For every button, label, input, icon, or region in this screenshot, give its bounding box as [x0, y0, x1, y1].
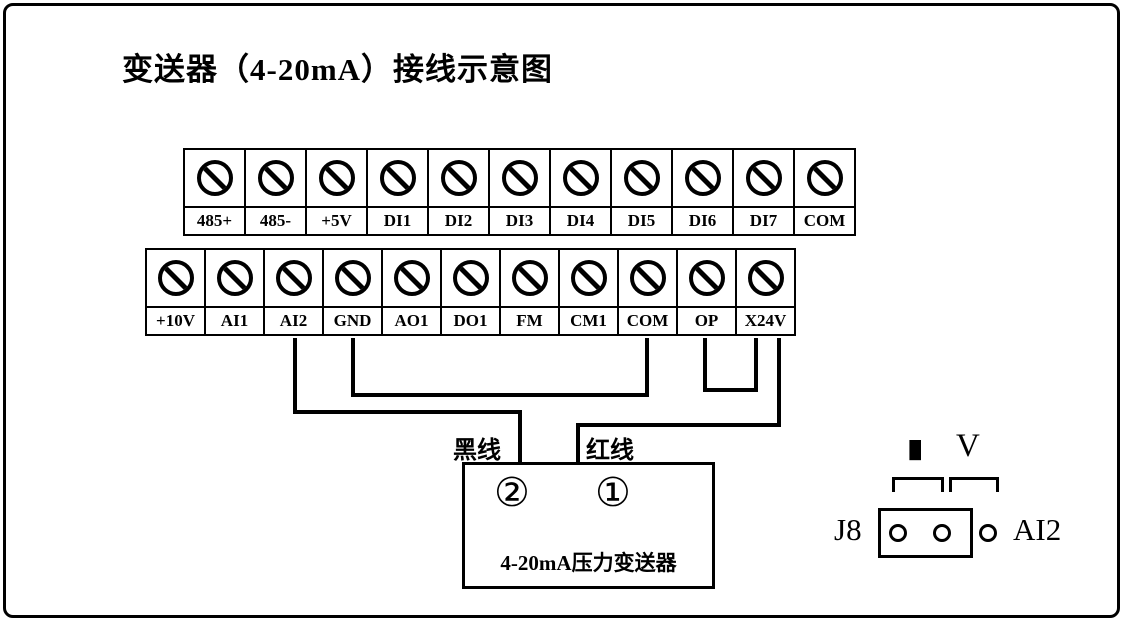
terminal-label: DO1	[453, 311, 488, 330]
terminal-485-plus: 485+	[183, 148, 246, 236]
terminal-label: 485-	[259, 211, 292, 230]
wire-x24v-short-vertical	[754, 338, 758, 392]
screw-terminal-icon	[570, 260, 607, 296]
black-wire-label: 黑线	[453, 438, 501, 464]
wire-black-ai2-vertical	[293, 338, 297, 414]
screw-terminal-icon	[157, 260, 194, 296]
terminal-ao1: AO1	[381, 248, 442, 336]
screw-terminal-icon	[334, 260, 371, 296]
terminal-label: DI3	[505, 211, 534, 230]
terminal-label: OP	[694, 311, 719, 330]
terminal-label: +10V	[156, 311, 195, 330]
terminal-label: X24V	[744, 311, 787, 330]
wire-com-vertical	[645, 338, 649, 397]
screw-terminal-icon	[196, 160, 233, 196]
screw-terminal-icon	[745, 160, 782, 196]
screw-terminal-icon	[684, 160, 721, 196]
transmitter-name: 4-20mA压力变送器	[500, 551, 677, 575]
terminal-ai2: AI2	[263, 248, 324, 336]
transmitter-terminal-2: ②	[494, 470, 530, 516]
diagram-border	[3, 3, 1120, 618]
terminal-di4: DI4	[549, 148, 612, 236]
terminal-gnd: GND	[322, 248, 383, 336]
terminal-5v: +5V	[305, 148, 368, 236]
screw-terminal-icon	[275, 260, 312, 296]
terminal-com-top: COM	[793, 148, 856, 236]
terminal-label: DI1	[383, 211, 412, 230]
terminal-label: COM	[803, 211, 846, 230]
jumper-voltage-mode-label: V	[956, 428, 980, 464]
terminal-label: FM	[516, 311, 543, 330]
terminal-label: DI7	[749, 211, 778, 230]
terminal-label: AO1	[394, 311, 429, 330]
screw-terminal-icon	[629, 260, 666, 296]
wire-red-x24v-vertical	[777, 338, 781, 427]
wire-gnd-vertical	[351, 338, 355, 397]
red-wire-label: 红线	[586, 438, 634, 464]
screw-terminal-icon	[623, 160, 660, 196]
terminal-label: GND	[333, 311, 372, 330]
terminal-fm: FM	[499, 248, 560, 336]
terminal-485-minus: 485-	[244, 148, 307, 236]
terminal-10v: +10V	[145, 248, 206, 336]
screw-terminal-icon	[511, 260, 548, 296]
terminal-di5: DI5	[610, 148, 673, 236]
terminal-com-bottom: COM	[617, 248, 678, 336]
terminal-di2: DI2	[427, 148, 490, 236]
terminal-label: DI5	[627, 211, 656, 230]
wire-black-drop	[518, 410, 522, 465]
jumper-pin-3-icon	[979, 524, 997, 542]
terminal-di6: DI6	[671, 148, 734, 236]
screw-terminal-icon	[688, 260, 725, 296]
jumper-channel-label: AI2	[1013, 512, 1062, 547]
terminal-label: CM1	[570, 311, 607, 330]
wire-op-vertical	[703, 338, 707, 392]
terminal-di3: DI3	[488, 148, 551, 236]
screw-terminal-icon	[806, 160, 843, 196]
screw-terminal-icon	[393, 260, 430, 296]
screw-terminal-icon	[379, 160, 416, 196]
jumper-bracket-current	[892, 477, 944, 492]
screw-terminal-icon	[562, 160, 599, 196]
screw-terminal-icon	[452, 260, 489, 296]
jumper-bracket-voltage	[949, 477, 999, 492]
terminal-label: DI4	[566, 211, 595, 230]
diagram-title: 变送器（4-20mA）接线示意图	[122, 52, 554, 87]
terminal-label: COM	[626, 311, 669, 330]
jumper-pin-1-icon	[889, 524, 907, 542]
terminal-cm1: CM1	[558, 248, 619, 336]
transmitter-terminal-1: ①	[595, 470, 631, 516]
wire-gnd-com-horizontal	[351, 393, 649, 397]
terminal-strip-bottom: +10V AI1 AI2 GND AO1 DO1 FM CM1 COM OP X…	[145, 248, 796, 336]
terminal-x24v: X24V	[735, 248, 796, 336]
pressure-transmitter-box: ② ① 4-20mA压力变送器	[462, 462, 715, 589]
terminal-label: +5V	[321, 211, 352, 230]
jumper-connector-label: J8	[834, 512, 862, 547]
screw-terminal-icon	[216, 260, 253, 296]
terminal-label: AI2	[279, 311, 308, 330]
terminal-ai1: AI1	[204, 248, 265, 336]
jumper-connector-box	[878, 508, 973, 558]
jumper-pin-2-icon	[933, 524, 951, 542]
terminal-do1: DO1	[440, 248, 501, 336]
screw-terminal-icon	[440, 160, 477, 196]
screw-terminal-icon	[318, 160, 355, 196]
wire-op-x24v-horizontal	[703, 388, 758, 392]
wire-red-horizontal	[578, 423, 781, 427]
screw-terminal-icon	[257, 160, 294, 196]
wire-black-horizontal	[293, 410, 522, 414]
screw-terminal-icon	[747, 260, 784, 296]
terminal-op: OP	[676, 248, 737, 336]
terminal-strip-top: 485+ 485- +5V DI1 DI2 DI3 DI4 DI5 DI6 DI…	[183, 148, 856, 236]
terminal-label: AI1	[220, 311, 249, 330]
jumper-current-mode-label: I	[903, 434, 927, 467]
terminal-di1: DI1	[366, 148, 429, 236]
wire-red-drop	[576, 423, 580, 465]
terminal-label: DI2	[444, 211, 473, 230]
screw-terminal-icon	[501, 160, 538, 196]
terminal-di7: DI7	[732, 148, 795, 236]
terminal-label: 485+	[196, 211, 233, 230]
terminal-label: DI6	[688, 211, 717, 230]
